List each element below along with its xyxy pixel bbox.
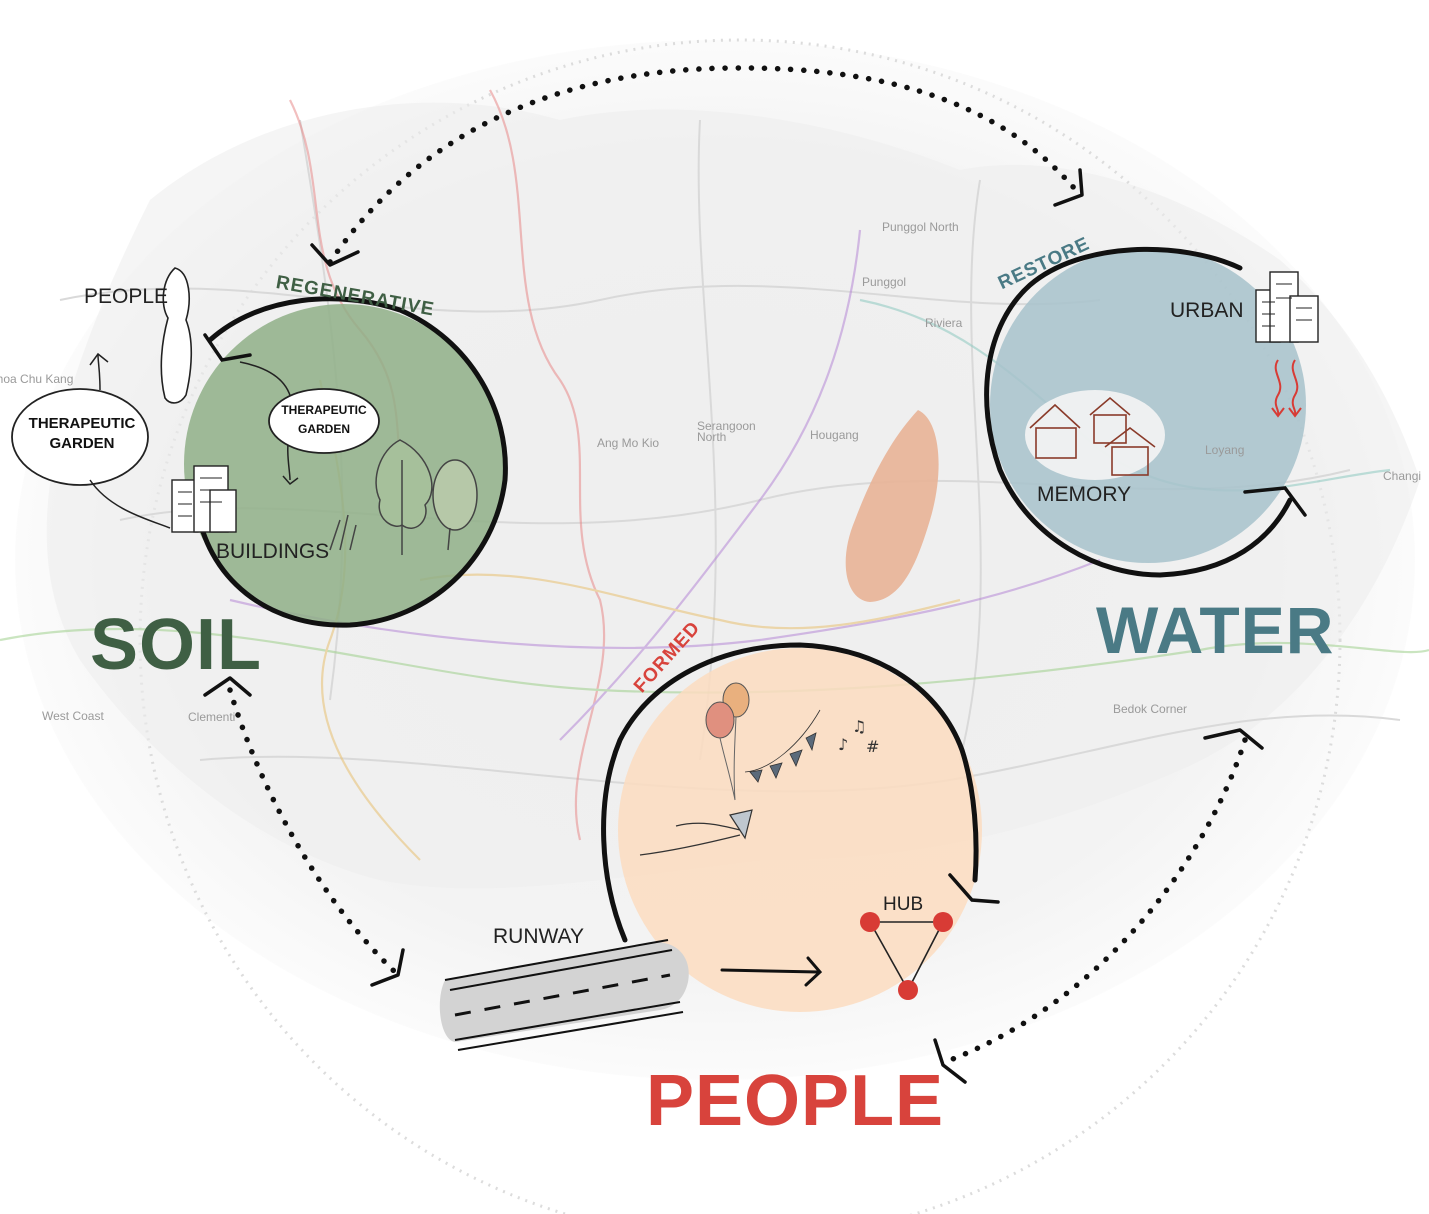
place-punggol-north: Punggol North xyxy=(882,220,959,234)
link-water-people xyxy=(942,737,1248,1065)
arrowhead-people xyxy=(933,1038,967,1084)
people-runway-label: RUNWAY xyxy=(493,925,584,948)
water-circle-fill xyxy=(990,247,1306,563)
svg-text:#: # xyxy=(866,737,879,756)
bunting-sketch xyxy=(744,709,821,783)
soil-arc-arrowhead xyxy=(203,333,252,362)
outer-garden-label: THERAPEUTIC GARDEN xyxy=(28,415,136,452)
people-node: ♪ ♫ # xyxy=(439,642,1000,1051)
inner-garden-label: THERAPEUTIC GARDEN xyxy=(281,403,367,436)
inner-garden-bubble xyxy=(268,388,380,454)
hub-node-bottom xyxy=(898,980,918,1000)
hub-node-right xyxy=(933,912,953,932)
heat-arrows xyxy=(1271,359,1302,418)
arrowhead-water-bottom xyxy=(1203,728,1264,750)
place-choa-chu-kang: Choa Chu Kang xyxy=(0,372,74,386)
water-urban-label: URBAN xyxy=(1170,299,1244,322)
place-loyang: Loyang xyxy=(1205,443,1245,457)
place-clementi: Clementi xyxy=(188,710,236,724)
link-arrowheads xyxy=(203,168,1264,1084)
soil-people-label: PEOPLE xyxy=(84,285,169,308)
people-circle-fill xyxy=(618,648,982,1012)
svg-text:♪: ♪ xyxy=(838,735,848,754)
soil-buildings-label: BUILDINGS xyxy=(216,540,330,563)
water-cycle-arc xyxy=(984,246,1293,578)
hub-network xyxy=(860,912,953,1000)
music-notes-sketch: ♪ ♫ # xyxy=(838,717,879,756)
place-riviera: Riviera xyxy=(925,316,963,330)
runway-to-hub-arrow xyxy=(720,956,823,987)
people-hub-label: HUB xyxy=(883,894,924,915)
water-arc-arrowhead xyxy=(1243,486,1307,517)
place-punggol: Punggol xyxy=(862,275,907,289)
place-hougang: Hougang xyxy=(810,428,859,442)
urban-buildings-sketch xyxy=(1255,271,1319,343)
soil-title: SOIL xyxy=(90,605,263,685)
people-title: PEOPLE xyxy=(646,1061,945,1141)
people-cycle-arc xyxy=(601,642,979,943)
people-sketch xyxy=(160,267,193,404)
place-serangoon-north: Serangoon North xyxy=(697,419,756,444)
water-node xyxy=(984,246,1319,578)
place-west-coast: West Coast xyxy=(42,709,104,723)
people-arc-arrowhead xyxy=(948,873,1000,904)
place-ang-mo-kio: Ang Mo Kio xyxy=(597,436,660,450)
connection-links xyxy=(227,65,1248,1065)
arrowhead-water-top xyxy=(1053,168,1084,207)
soil-cycle-arc xyxy=(193,296,508,628)
arrowhead-runway xyxy=(370,948,405,987)
runway-shape xyxy=(439,939,689,1051)
soil-node xyxy=(11,267,508,628)
arrowhead-soil-bottom xyxy=(203,676,252,697)
arrowhead-soil-top xyxy=(310,243,360,267)
water-memory-label: MEMORY xyxy=(1037,483,1132,506)
trees-sketch xyxy=(329,439,478,555)
balloons-sketch xyxy=(705,682,750,801)
outer-garden-bubble xyxy=(11,388,149,486)
place-bedok-corner: Bedok Corner xyxy=(1113,702,1188,716)
kite-sketch xyxy=(639,809,753,856)
link-soil-runway xyxy=(227,687,398,975)
svg-text:♫: ♫ xyxy=(852,717,866,736)
memory-houses-sketch xyxy=(1025,390,1165,480)
soil-circle-fill xyxy=(184,304,504,624)
water-title: WATER xyxy=(1096,593,1335,667)
buildings-sketch xyxy=(171,465,237,533)
place-changi: Changi xyxy=(1383,469,1422,483)
hub-node-left xyxy=(860,912,880,932)
